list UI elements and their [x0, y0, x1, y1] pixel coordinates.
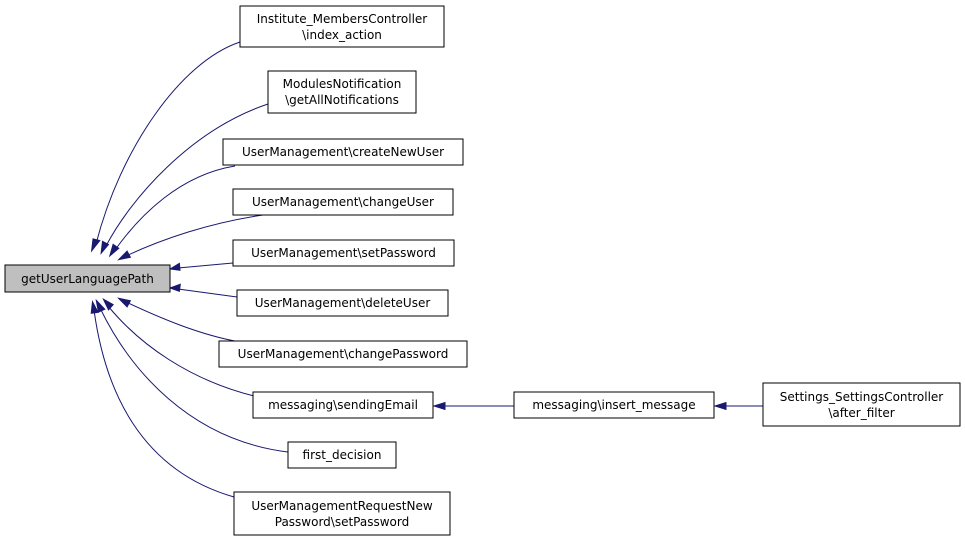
node-label-line-2: \index_action [302, 28, 382, 42]
node-modulesnotification-getallnotifications[interactable]: ModulesNotification \getAllNotifications [267, 70, 417, 114]
node-box [267, 70, 417, 114]
edge-line [125, 301, 241, 343]
edge-deleteuser-to-getuserlanguagepath [168, 283, 238, 298]
node-getuserlanguagepath[interactable]: getUserLanguagePath [4, 264, 171, 293]
node-label-line-1: UserManagementRequestNew [251, 499, 433, 513]
node-label-line-2: \getAllNotifications [285, 93, 399, 107]
node-usermanagement-setpassword[interactable]: UserManagement\setPassword [232, 239, 455, 267]
edge-line [177, 288, 238, 298]
arrowhead-icon [713, 401, 727, 411]
edge-line [105, 103, 269, 247]
edge-requestnew-to-getuserlanguagepath [90, 300, 235, 498]
node-messaging-sendingemail[interactable]: messaging\sendingEmail [252, 391, 434, 419]
node-label-line-1: ModulesNotification [283, 77, 402, 91]
edge-createnewuser-to-getuserlanguagepath [108, 165, 236, 258]
node-label-line-1: Institute_MembersController [257, 12, 428, 26]
node-box [513, 391, 715, 419]
node-label-line-2: \after_filter [828, 406, 894, 420]
node-usermanagement-createnewuser[interactable]: UserManagement\createNewUser [222, 138, 464, 166]
node-label-line-2: Password\setPassword [275, 515, 409, 529]
arrowhead-icon [168, 262, 181, 271]
arrowhead-icon [102, 298, 114, 311]
arrowhead-icon [108, 243, 120, 258]
node-label: messaging\insert_message [532, 398, 695, 412]
edge-insertmessage-to-sendingemail [432, 401, 514, 411]
node-institute-memberscontroller-index-action[interactable]: Institute_MembersController \index_actio… [239, 5, 445, 48]
node-box [239, 5, 445, 48]
arrowhead-icon [95, 298, 106, 313]
edge-firstdecision-to-getuserlanguagepath [95, 298, 289, 453]
arrowhead-icon [90, 238, 101, 253]
node-box [218, 340, 468, 368]
arrowhead-icon [117, 297, 132, 308]
node-label: messaging\sendingEmail [268, 398, 418, 412]
edge-line [95, 41, 241, 245]
edge-line [114, 165, 236, 251]
node-messaging-insert-message[interactable]: messaging\insert_message [513, 391, 715, 419]
edge-setpassword-to-getuserlanguagepath [168, 262, 234, 271]
node-usermanagement-changepassword[interactable]: UserManagement\changePassword [218, 340, 468, 368]
node-settings-settingscontroller-after-filter[interactable]: Settings_SettingsController \after_filte… [762, 382, 961, 427]
node-box [762, 382, 961, 427]
node-box [252, 391, 434, 419]
node-label: UserManagement\changeUser [252, 195, 434, 209]
node-box [4, 264, 171, 293]
edge-modules-to-getuserlanguagepath [100, 103, 269, 255]
node-usermanagementrequestnewpassword-setpassword[interactable]: UserManagementRequestNew Password\setPas… [233, 491, 451, 536]
arrowhead-icon [90, 300, 99, 314]
node-label: UserManagement\changePassword [238, 347, 449, 361]
node-first-decision[interactable]: first_decision [287, 441, 397, 469]
edge-line [93, 309, 235, 498]
edge-changepassword-to-getuserlanguagepath [117, 297, 241, 343]
edge-line [177, 262, 234, 269]
edge-settings-to-insertmessage [713, 401, 763, 411]
node-box [232, 188, 454, 216]
arrowhead-icon [168, 283, 181, 292]
arrowhead-icon [117, 250, 132, 261]
edge-institute-to-getuserlanguagepath [90, 41, 241, 253]
node-box [236, 289, 449, 317]
edge-changeuser-to-getuserlanguagepath [117, 213, 271, 261]
node-box [222, 138, 464, 166]
node-box [233, 491, 451, 536]
node-usermanagement-deleteuser[interactable]: UserManagement\deleteUser [236, 289, 449, 317]
edge-sendingemail-to-getuserlanguagepath [102, 298, 255, 397]
arrowhead-icon [432, 401, 446, 411]
node-box [287, 441, 397, 469]
node-label: first_decision [303, 448, 382, 462]
node-label: UserManagement\deleteUser [255, 296, 431, 310]
edge-line [99, 307, 289, 453]
node-box [232, 239, 455, 267]
node-label: getUserLanguagePath [21, 272, 154, 286]
node-label: UserManagement\createNewUser [242, 145, 444, 159]
edge-line [125, 213, 271, 257]
node-usermanagement-changeuser[interactable]: UserManagement\changeUser [232, 188, 454, 216]
node-label-line-1: Settings_SettingsController [780, 390, 944, 404]
arrowhead-icon [100, 240, 110, 255]
node-label: UserManagement\setPassword [251, 246, 436, 260]
edge-line [107, 305, 255, 397]
